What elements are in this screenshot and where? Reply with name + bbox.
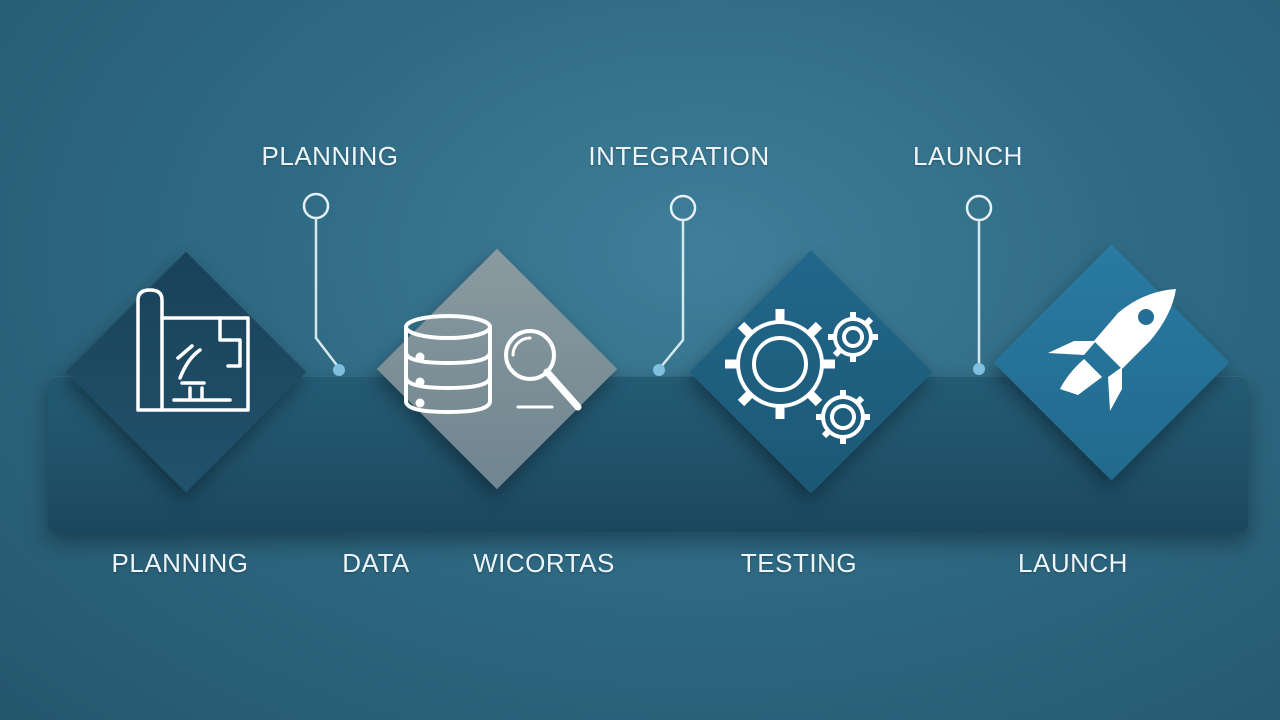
top-label-integration: INTEGRATION xyxy=(588,141,770,171)
top-label-planning: PLANNING xyxy=(261,141,399,171)
launch-connector xyxy=(965,194,993,375)
bottom-label-data: DATA xyxy=(342,548,410,578)
bottom-label-launch: LAUNCH xyxy=(1018,548,1128,578)
integration-connector xyxy=(653,194,697,376)
top-label-launch: LAUNCH xyxy=(913,141,1023,171)
planning-connector xyxy=(302,192,345,376)
bottom-label-testing: TESTING xyxy=(740,548,858,578)
bottom-label-wicortas: WICORTAS xyxy=(473,548,615,578)
database-search-icon xyxy=(404,314,582,415)
rocket-icon xyxy=(1048,289,1176,411)
gears-icon xyxy=(725,309,878,444)
blueprint-icon xyxy=(136,288,250,412)
bottom-label-planning: PLANNING xyxy=(111,548,249,578)
